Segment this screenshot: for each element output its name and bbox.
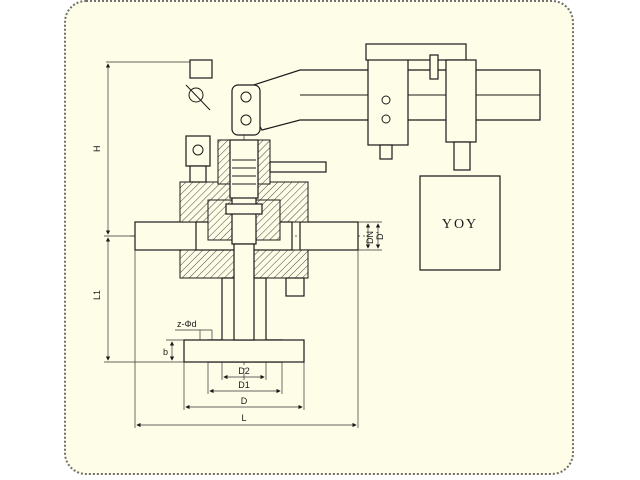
l-label: L [241, 413, 246, 423]
slider-block [365, 43, 467, 160]
yoy-logo: YOY [442, 217, 478, 232]
bottom-outlet [183, 243, 305, 363]
d1-label: D1 [238, 380, 250, 390]
dimension-h: H [92, 61, 190, 237]
zd-label: z-Φd [177, 319, 197, 329]
dimension-dn: DN D' [358, 221, 385, 251]
l1-label: L1 [92, 290, 102, 300]
lever-assembly [185, 59, 541, 136]
dimension-d2: D2 [221, 362, 267, 380]
dimension-b: b [163, 339, 184, 361]
dimension-d: D [183, 362, 305, 410]
dimension-zd: z-Φd [175, 319, 213, 340]
dimension-l: L [134, 250, 359, 428]
dn-label: DN [365, 231, 375, 244]
bonnet [217, 139, 327, 199]
h-label: H [92, 146, 102, 153]
b-label: b [163, 347, 168, 357]
d-prime-label: D' [375, 232, 385, 240]
counterweight: YOY [419, 59, 501, 271]
gauge-fitting [185, 135, 211, 183]
dimension-d1: D1 [207, 362, 283, 394]
d2-label: D2 [238, 366, 250, 376]
dimension-l1: L1 [92, 237, 184, 363]
d-label: D [241, 396, 248, 406]
